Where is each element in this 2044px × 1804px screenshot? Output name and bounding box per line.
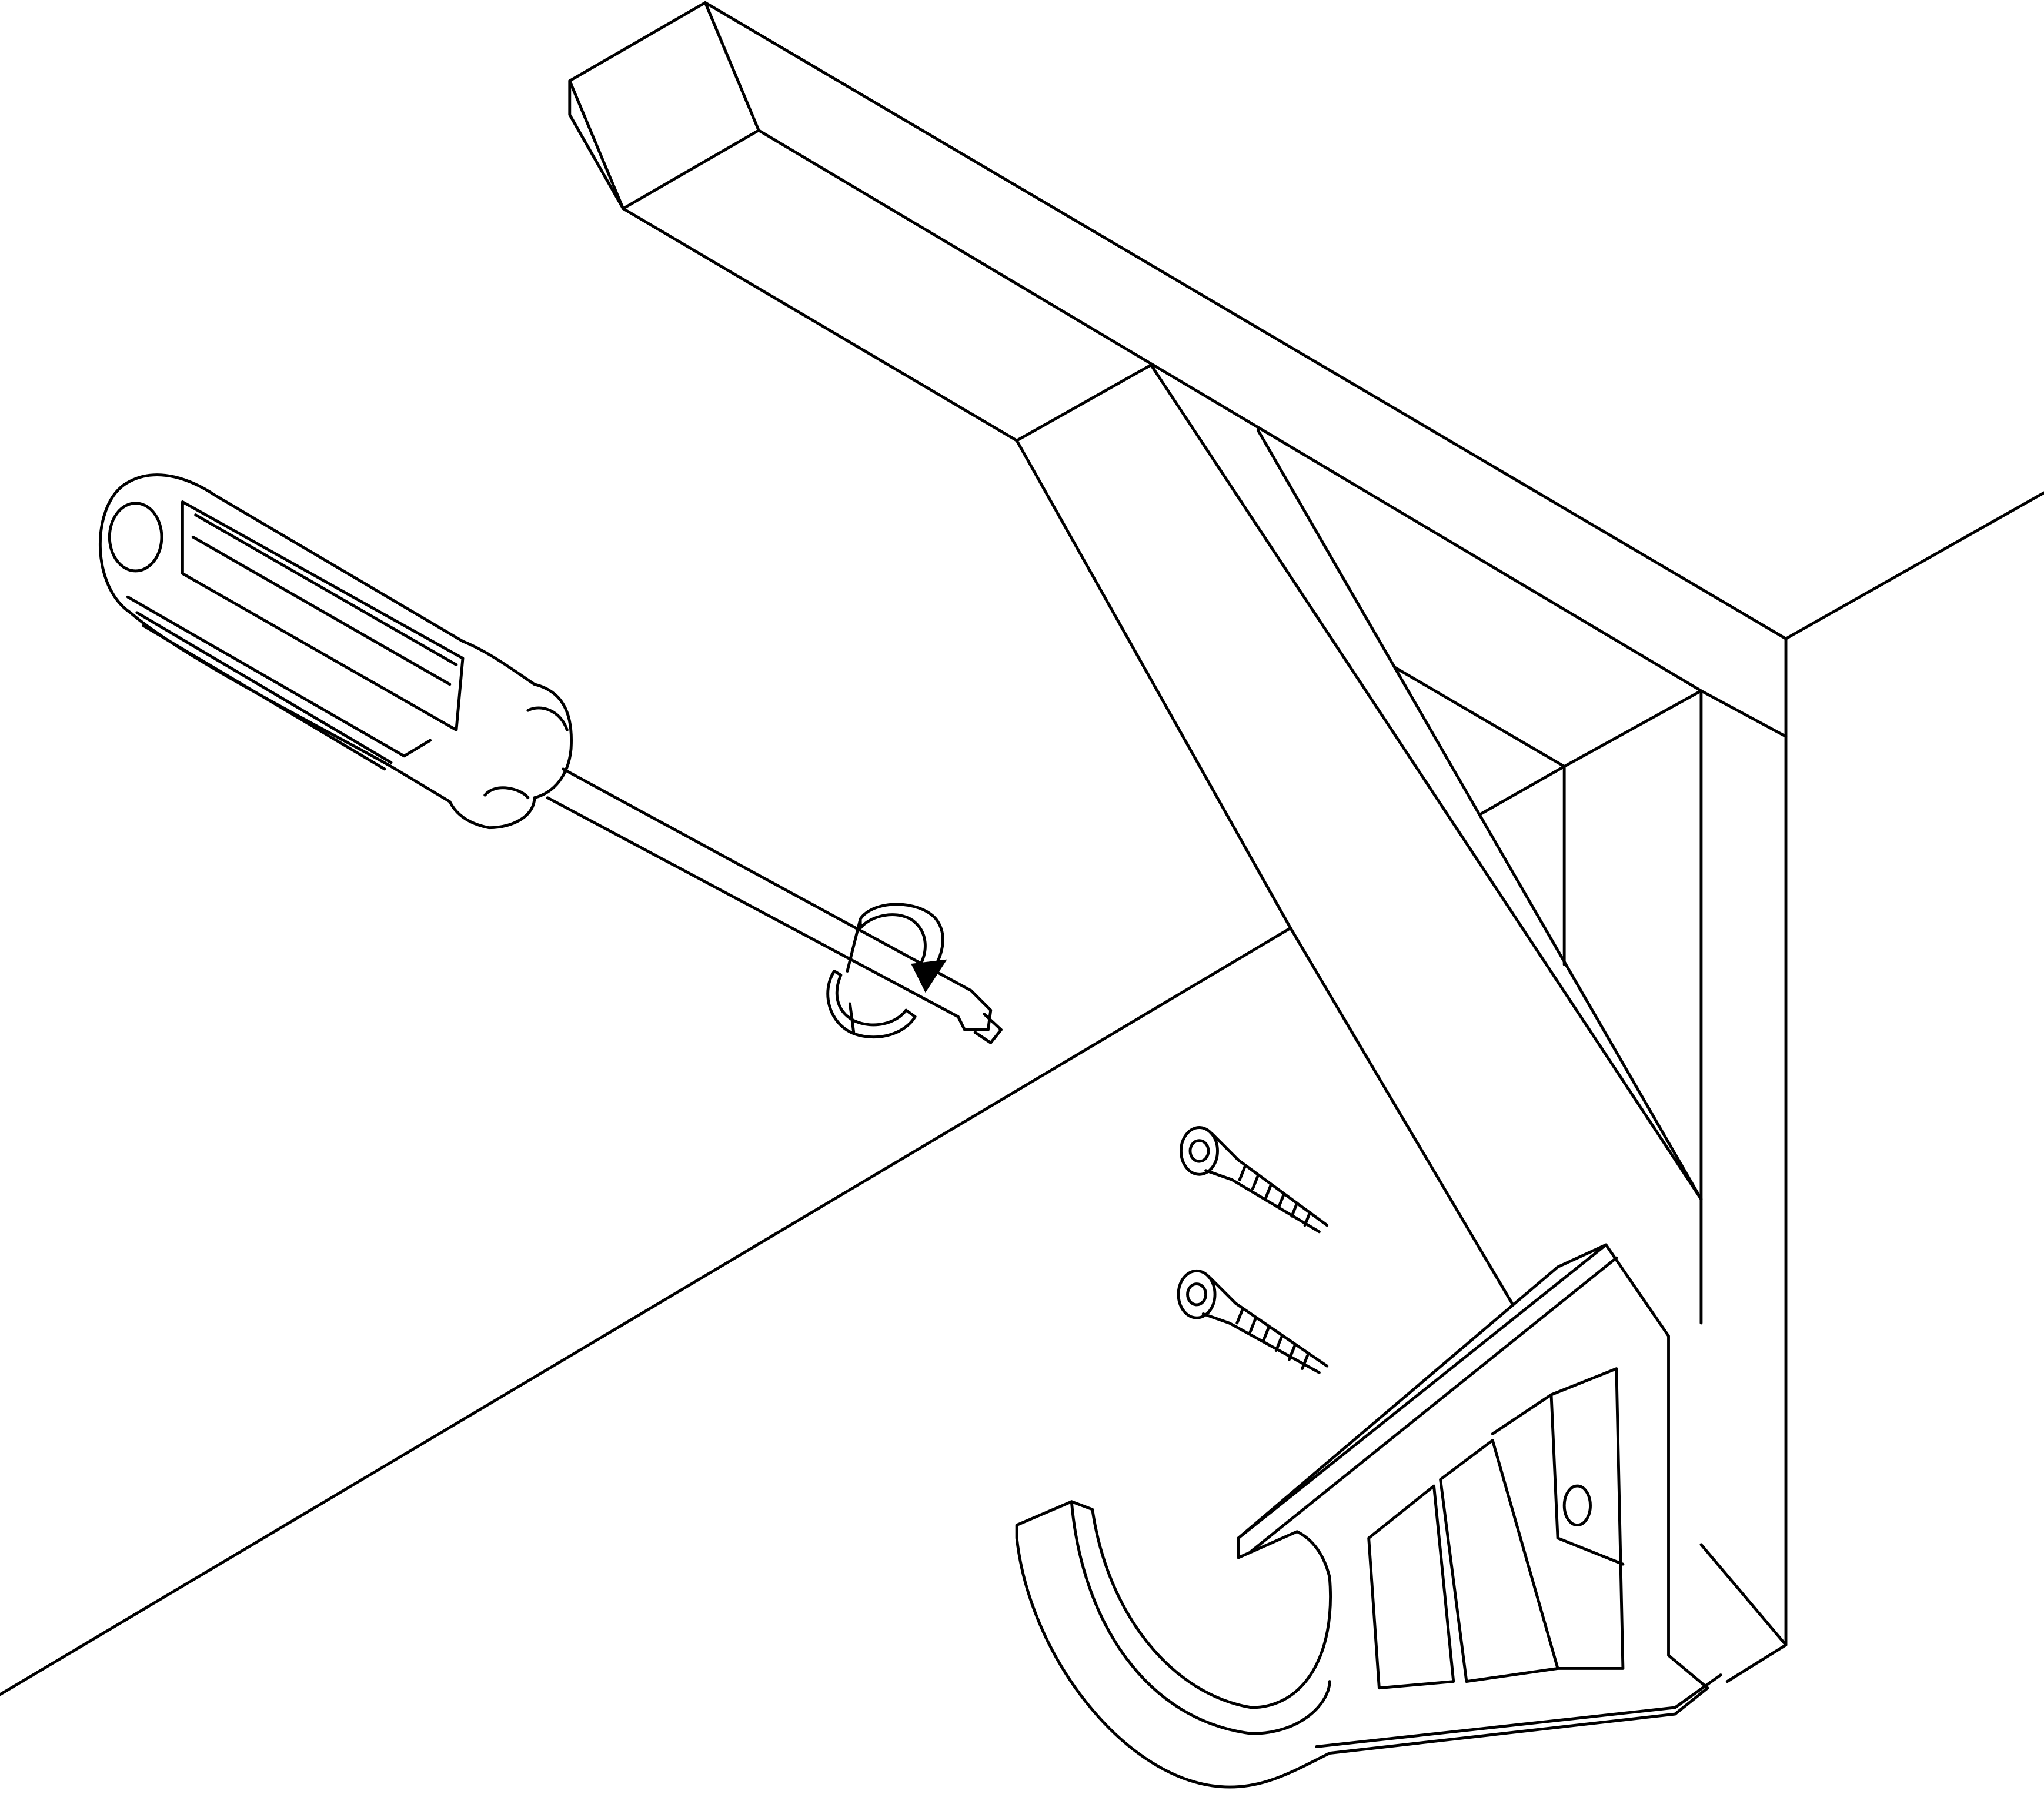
- screw-lower-icon: [1177, 1269, 1329, 1374]
- wall-bracket-beam: [568, 1, 1788, 1683]
- hook-icon: [1015, 1243, 1722, 1789]
- floor-edge-line: [0, 926, 1292, 1696]
- screwdriver-icon: [98, 473, 1003, 1044]
- rotation-arrow-icon: [826, 903, 947, 1039]
- screw-upper-icon: [1180, 1126, 1329, 1234]
- wall-top-edge-line: [1784, 491, 2044, 640]
